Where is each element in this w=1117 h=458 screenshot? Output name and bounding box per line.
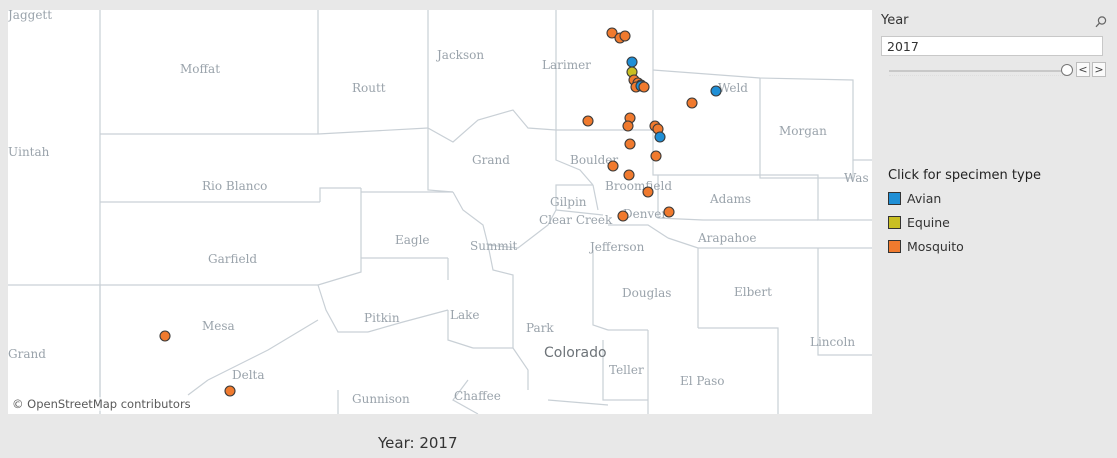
next-year-button[interactable]: >	[1092, 62, 1106, 77]
year-slider-thumb[interactable]	[1061, 64, 1073, 76]
county-label: Park	[526, 321, 554, 335]
specimen-markers[interactable]	[159, 27, 722, 397]
legend-swatch-equine	[888, 215, 901, 229]
map-canvas[interactable]: Jaggett Moffat Routt Jackson Larimer Wel…	[8, 10, 872, 414]
mosquito-specimen-marker[interactable]	[663, 206, 675, 218]
county-label: Lake	[450, 308, 480, 322]
county-label: Grand	[8, 347, 46, 361]
legend-item-equine[interactable]: Equine	[888, 213, 950, 231]
mosquito-specimen-marker[interactable]	[642, 186, 654, 198]
state-label: Colorado	[544, 345, 607, 361]
county-label: Lincoln	[810, 335, 855, 349]
county-label: El Paso	[680, 374, 724, 388]
legend-label: Equine	[907, 214, 950, 230]
mosquito-specimen-marker[interactable]	[622, 120, 634, 132]
mosquito-specimen-marker[interactable]	[159, 330, 171, 342]
year-slider-track[interactable]	[889, 70, 1065, 72]
county-label: Arapahoe	[697, 231, 756, 245]
mosquito-specimen-marker[interactable]	[623, 169, 635, 181]
mosquito-specimen-marker[interactable]	[650, 150, 662, 162]
county-label: Chaffee	[454, 389, 501, 403]
county-label: Mesa	[202, 319, 235, 333]
legend-label: Avian	[907, 190, 942, 206]
year-filter-title: Year	[881, 13, 909, 28]
county-label: Routt	[352, 81, 386, 95]
county-label: Weld	[718, 81, 748, 95]
map-attribution[interactable]: © OpenStreetMap contributors	[12, 397, 191, 411]
legend-swatch-avian	[888, 191, 901, 205]
county-label: Boulder	[570, 153, 618, 167]
county-label: Gilpin	[550, 195, 587, 209]
filter-panel: Year < > Click for specimen type Avian E…	[876, 10, 1110, 430]
legend-label: Mosquito	[907, 238, 964, 254]
year-slider-ticks	[889, 75, 1065, 80]
county-label: Grand	[472, 153, 510, 167]
legend-item-avian[interactable]: Avian	[888, 189, 941, 207]
avian-specimen-marker[interactable]	[654, 131, 666, 143]
previous-year-button[interactable]: <	[1076, 62, 1090, 77]
county-label: Larimer	[542, 58, 591, 72]
mosquito-specimen-marker[interactable]	[624, 138, 636, 150]
county-label: Rio Blanco	[202, 179, 267, 193]
search-icon[interactable]	[1094, 15, 1108, 29]
county-label: Pitkin	[364, 311, 400, 325]
mosquito-specimen-marker[interactable]	[606, 27, 618, 39]
county-label: Morgan	[779, 124, 827, 138]
year-caption: Year: 2017	[378, 434, 458, 452]
county-label: Summit	[470, 239, 518, 253]
year-input[interactable]	[881, 36, 1103, 56]
county-label: Jefferson	[588, 240, 645, 254]
county-label: Was	[844, 171, 869, 185]
mosquito-specimen-marker[interactable]	[619, 30, 631, 42]
county-labels: Jaggett Moffat Routt Jackson Larimer Wel…	[8, 10, 869, 406]
mosquito-specimen-marker[interactable]	[617, 210, 629, 222]
legend-title: Click for specimen type	[888, 168, 1041, 183]
county-label: Clear Creek	[539, 213, 613, 227]
mosquito-specimen-marker[interactable]	[224, 385, 236, 397]
legend-item-mosquito[interactable]: Mosquito	[888, 237, 964, 255]
avian-specimen-marker[interactable]	[710, 85, 722, 97]
county-label: Adams	[709, 192, 751, 206]
county-label: Denver	[623, 207, 667, 221]
county-label: Elbert	[734, 285, 772, 299]
mosquito-specimen-marker[interactable]	[638, 81, 650, 93]
county-label: Delta	[232, 368, 265, 382]
county-label: Broomfield	[605, 179, 672, 193]
avian-specimen-marker[interactable]	[626, 56, 638, 68]
county-label: Uintah	[8, 145, 50, 159]
mosquito-specimen-marker[interactable]	[686, 97, 698, 109]
county-label: Garfield	[208, 252, 257, 266]
legend-swatch-mosquito	[888, 239, 901, 253]
county-label: Jaggett	[8, 10, 52, 22]
mosquito-specimen-marker[interactable]	[607, 160, 619, 172]
county-label: Moffat	[180, 62, 220, 76]
county-borders	[8, 10, 872, 414]
county-label: Jackson	[435, 48, 484, 62]
colorado-map[interactable]: Jaggett Moffat Routt Jackson Larimer Wel…	[8, 10, 872, 414]
mosquito-specimen-marker[interactable]	[582, 115, 594, 127]
county-label: Gunnison	[352, 392, 410, 406]
county-label: Douglas	[622, 286, 671, 300]
county-label: Eagle	[395, 233, 430, 247]
county-label: Teller	[609, 363, 644, 377]
